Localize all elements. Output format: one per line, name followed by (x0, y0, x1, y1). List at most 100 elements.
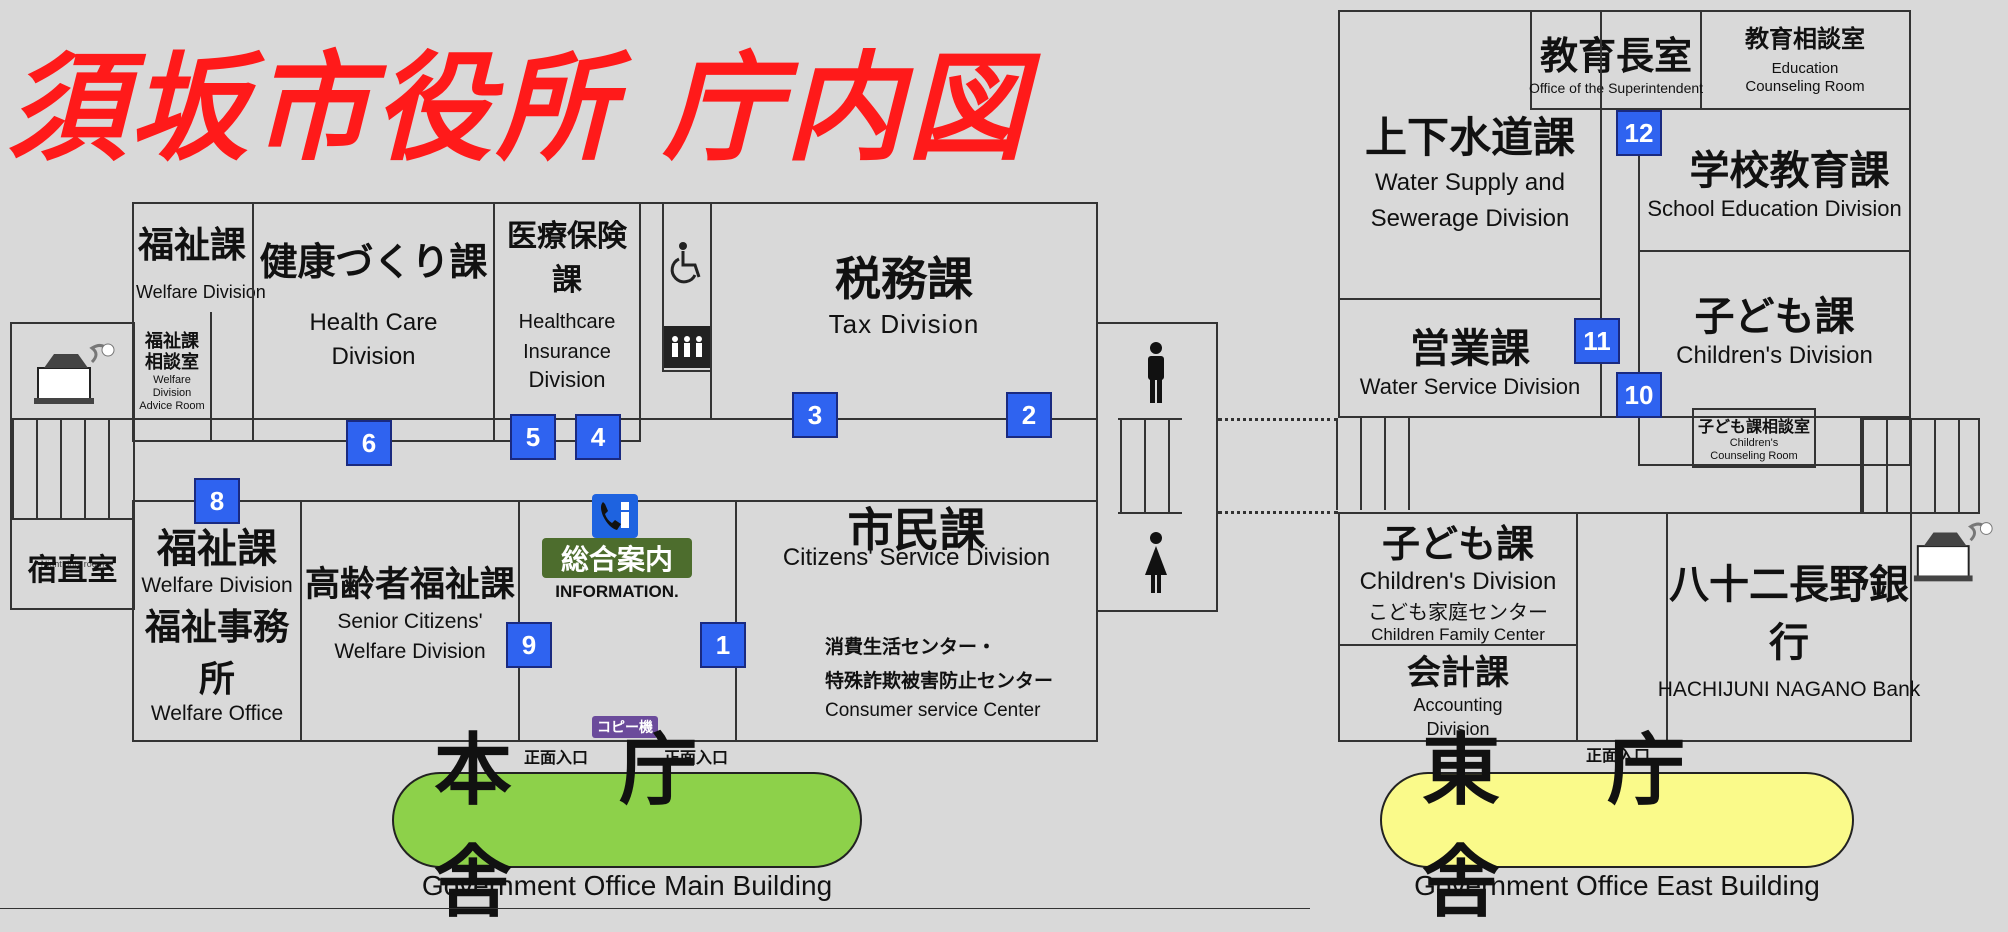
main-entrance-left[interactable]: 正面入口 (524, 748, 589, 767)
school-jp: 学校教育課 (1689, 148, 1890, 194)
child-counsel-en: Children's Counseling Room (1710, 436, 1798, 462)
edu-counsel-jp: 教育相談室 (1745, 24, 1865, 53)
welfare-advice-jp: 福祉課 相談室 (145, 330, 199, 374)
children-jp: 子ども課 (1694, 294, 1855, 340)
room-senior-welfare[interactable]: 高齢者福祉課 Senior Citizens' Welfare Division (300, 500, 520, 742)
water-en: Water Supply and Sewerage Division (1370, 168, 1570, 232)
connecting-corridor (1218, 418, 1338, 514)
telephone-icon (592, 494, 638, 538)
business-jp: 営業課 (1410, 326, 1530, 372)
welfare-advice-en: Welfare Division Advice Room (139, 373, 205, 413)
east-entrance[interactable]: 正面入口 (1586, 746, 1651, 765)
room-night-duty[interactable]: 宿直室 Night duty room (10, 505, 135, 610)
marker-12[interactable]: 12 (1616, 110, 1662, 156)
health-en: Health Care Division (309, 308, 438, 370)
welfare-office-en2: Welfare Office (150, 702, 284, 725)
marker-10[interactable]: 10 (1616, 372, 1662, 418)
insurance-en1: Healthcare Insurance (518, 311, 616, 363)
room-healthcare-insurance[interactable]: 医療保険課 Healthcare Insurance Division (493, 202, 641, 442)
tax-jp: 税務課 (835, 251, 973, 306)
room-welfare-office[interactable]: 福祉課 Welfare Division 福祉事務所 Welfare Offic… (132, 500, 302, 742)
east-stairs-left (1336, 418, 1432, 464)
room-bank[interactable]: 八十二長野銀行 HACHIJUNI NAGANO Bank (1658, 512, 1920, 742)
children2-jp: 子ども課 (1381, 522, 1534, 566)
marker-4[interactable]: 4 (575, 414, 621, 460)
womens-restroom-icon (1138, 530, 1174, 596)
room-citizens-service[interactable]: 市民課 Citizens' Service Division 消費生活センター・… (735, 500, 1098, 742)
room-welfare-advice[interactable]: 福祉課 相談室 Welfare Division Advice Room (136, 312, 208, 432)
room-tax[interactable]: 税務課 Tax Division (710, 202, 1098, 420)
children2-sub-en: Children Family Center (1371, 625, 1545, 644)
superintendent-en: Office of the Superintendent (1528, 79, 1704, 96)
welfare-office-en1: Welfare Division (141, 574, 293, 597)
welfare-office-jp2: 福祉事務所 (144, 607, 289, 700)
room-school-education[interactable]: 学校教育課 School Education Division (1638, 108, 1911, 252)
welfare-top-jp: 福祉課 (138, 225, 247, 266)
senior-en: Senior Citizens' Welfare Division (334, 610, 486, 663)
children2-sub-jp: こども家庭センター (1368, 600, 1548, 624)
night-duty-label-en: Night duty room (40, 558, 105, 569)
superintendent-jp: 教育長室 (1539, 33, 1692, 78)
business-en: Water Service Division (1359, 374, 1581, 399)
main-entrance-right[interactable]: 正面入口 (664, 748, 729, 767)
marker-11[interactable]: 11 (1574, 318, 1620, 364)
main-building-label-en: Government Office Main Building (421, 870, 833, 901)
marker-3[interactable]: 3 (792, 392, 838, 438)
marker-2[interactable]: 2 (1006, 392, 1052, 438)
east-building-label: 東 庁 舎 (1380, 726, 1854, 928)
marker-9[interactable]: 9 (506, 622, 552, 668)
room-accounting[interactable]: 会計課 Accounting Division (1338, 644, 1578, 742)
mens-restroom-icon (1138, 340, 1174, 406)
east-building-label-en: Government Office East Building (1414, 870, 1820, 901)
accounting-jp: 会計課 (1407, 653, 1509, 694)
insurance-jp: 医療保険課 (507, 219, 627, 298)
bank-jp: 八十二長野銀行 (1669, 562, 1909, 666)
room-welfare-top[interactable]: 福祉課 Welfare Division 福祉課 相談室 Welfare Div… (132, 202, 266, 442)
senior-jp: 高齢者福祉課 (304, 565, 515, 606)
room-water-service[interactable]: 営業課 Water Service Division (1338, 298, 1602, 418)
left-stairs (12, 420, 132, 520)
children-en: Children's Division (1676, 342, 1873, 369)
night-duty-label-jp: 宿直室 (27, 552, 118, 588)
consumer-line1: 消費生活センター・ (825, 636, 997, 658)
consumer-line2: 特殊詐欺被害防止センター (825, 670, 1054, 692)
edu-counsel-en: Education Counseling Room (1745, 59, 1865, 95)
smoking-area-icon (30, 338, 120, 410)
room-child-counseling[interactable]: 子ども課相談室 Children's Counseling Room (1692, 408, 1816, 468)
bank-en: HACHIJUNI NAGANO Bank (1657, 678, 1921, 701)
consumer-en: Consumer service Center (825, 700, 1041, 721)
wheelchair-icon (664, 240, 710, 286)
citizens-jp: 市民課 (847, 503, 986, 557)
main-building-label: 本 庁 舎 (392, 726, 862, 928)
marker-8[interactable]: 8 (194, 478, 240, 524)
child-counsel-jp: 子ども課相談室 (1697, 416, 1810, 436)
water-jp: 上下水道課 (1364, 112, 1575, 162)
main-right-stairs (1120, 420, 1180, 512)
information-badge[interactable]: 総合案内 (542, 538, 692, 578)
insurance-en2: Division (528, 367, 606, 392)
room-health-care[interactable]: 健康づくり課 Health Care Division (252, 202, 495, 442)
marker-1[interactable]: 1 (700, 622, 746, 668)
information-en: INFORMATION. (555, 582, 679, 601)
room-childrens-division[interactable]: 子ども課 Children's Division 子ども課相談室 Childre… (1638, 250, 1911, 468)
marker-6[interactable]: 6 (346, 420, 392, 466)
elevator-icon (664, 326, 710, 368)
room-superintendent[interactable]: 教育長室 Office of the Superintendent (1528, 10, 1704, 110)
room-children-family-center[interactable]: 子ども課 Children's Division こども家庭センター Child… (1338, 512, 1578, 646)
accounting-en: Accounting Division (1413, 695, 1503, 739)
citizens-en: Citizens' Service Division (782, 544, 1051, 571)
east-stairs-right (1860, 418, 1980, 514)
welfare-top-en: Welfare Division (136, 282, 266, 302)
room-water-supply[interactable]: 上下水道課 Water Supply and Sewerage Division (1338, 10, 1602, 300)
smoking-area-icon-east (1910, 516, 1998, 588)
restroom-block (1096, 322, 1218, 612)
welfare-office-jp1: 福祉課 (157, 526, 277, 572)
tax-en: Tax Division (828, 308, 980, 339)
room-education-counseling[interactable]: 教育相談室 Education Counseling Room (1702, 12, 1908, 102)
copy-machine[interactable]: コピー機 (592, 716, 658, 738)
school-en: School Education Division (1647, 196, 1902, 221)
marker-5[interactable]: 5 (510, 414, 556, 460)
children2-en: Children's Division (1359, 568, 1557, 595)
health-jp: 健康づくり課 (259, 239, 488, 284)
map-title: 須坂市役所 庁内図 (8, 39, 1030, 177)
